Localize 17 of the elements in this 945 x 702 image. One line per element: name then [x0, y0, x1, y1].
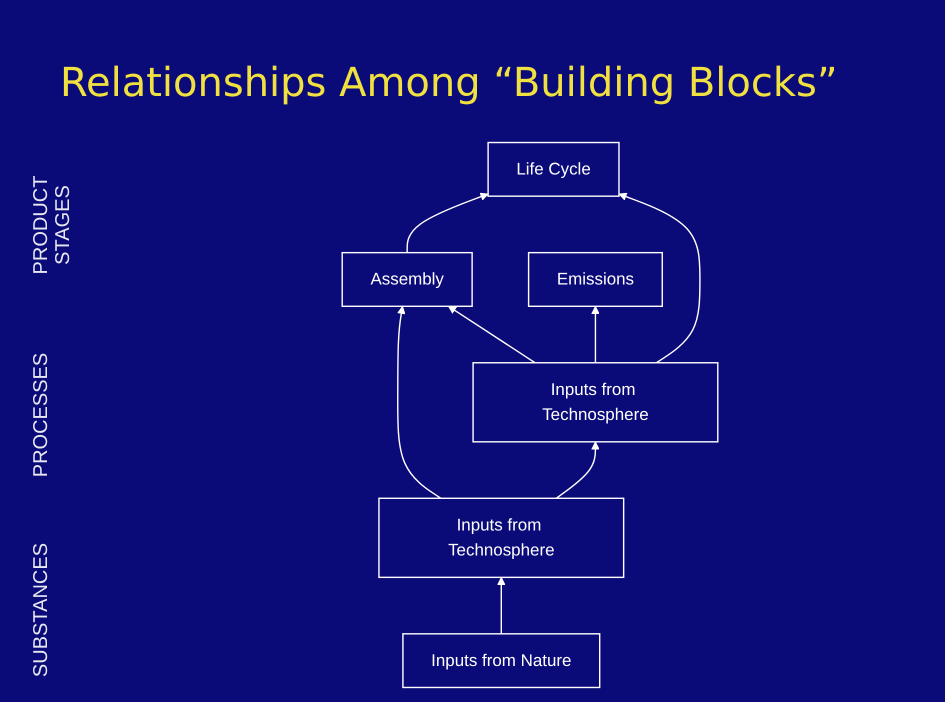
node-box: Assembly — [342, 252, 473, 307]
row-label: PRODUCT STAGES — [30, 174, 74, 276]
arrow — [556, 441, 600, 499]
arrow — [406, 192, 488, 253]
row-label: SUBSTANCES — [30, 542, 52, 680]
row-label: PROCESSES — [30, 352, 52, 480]
node-box: Emissions — [528, 252, 663, 307]
arrow — [497, 576, 506, 634]
slide-title: Relationships Among “Building Blocks” — [60, 60, 838, 106]
arrow — [591, 306, 600, 363]
arrow — [397, 306, 442, 499]
node-box: Life Cycle — [487, 142, 620, 197]
arrow — [618, 192, 701, 364]
arrow — [448, 306, 536, 364]
node-box: Inputs from Technosphere — [472, 362, 718, 443]
node-box: Inputs from Technosphere — [378, 498, 624, 578]
node-box: Inputs from Nature — [402, 633, 600, 688]
